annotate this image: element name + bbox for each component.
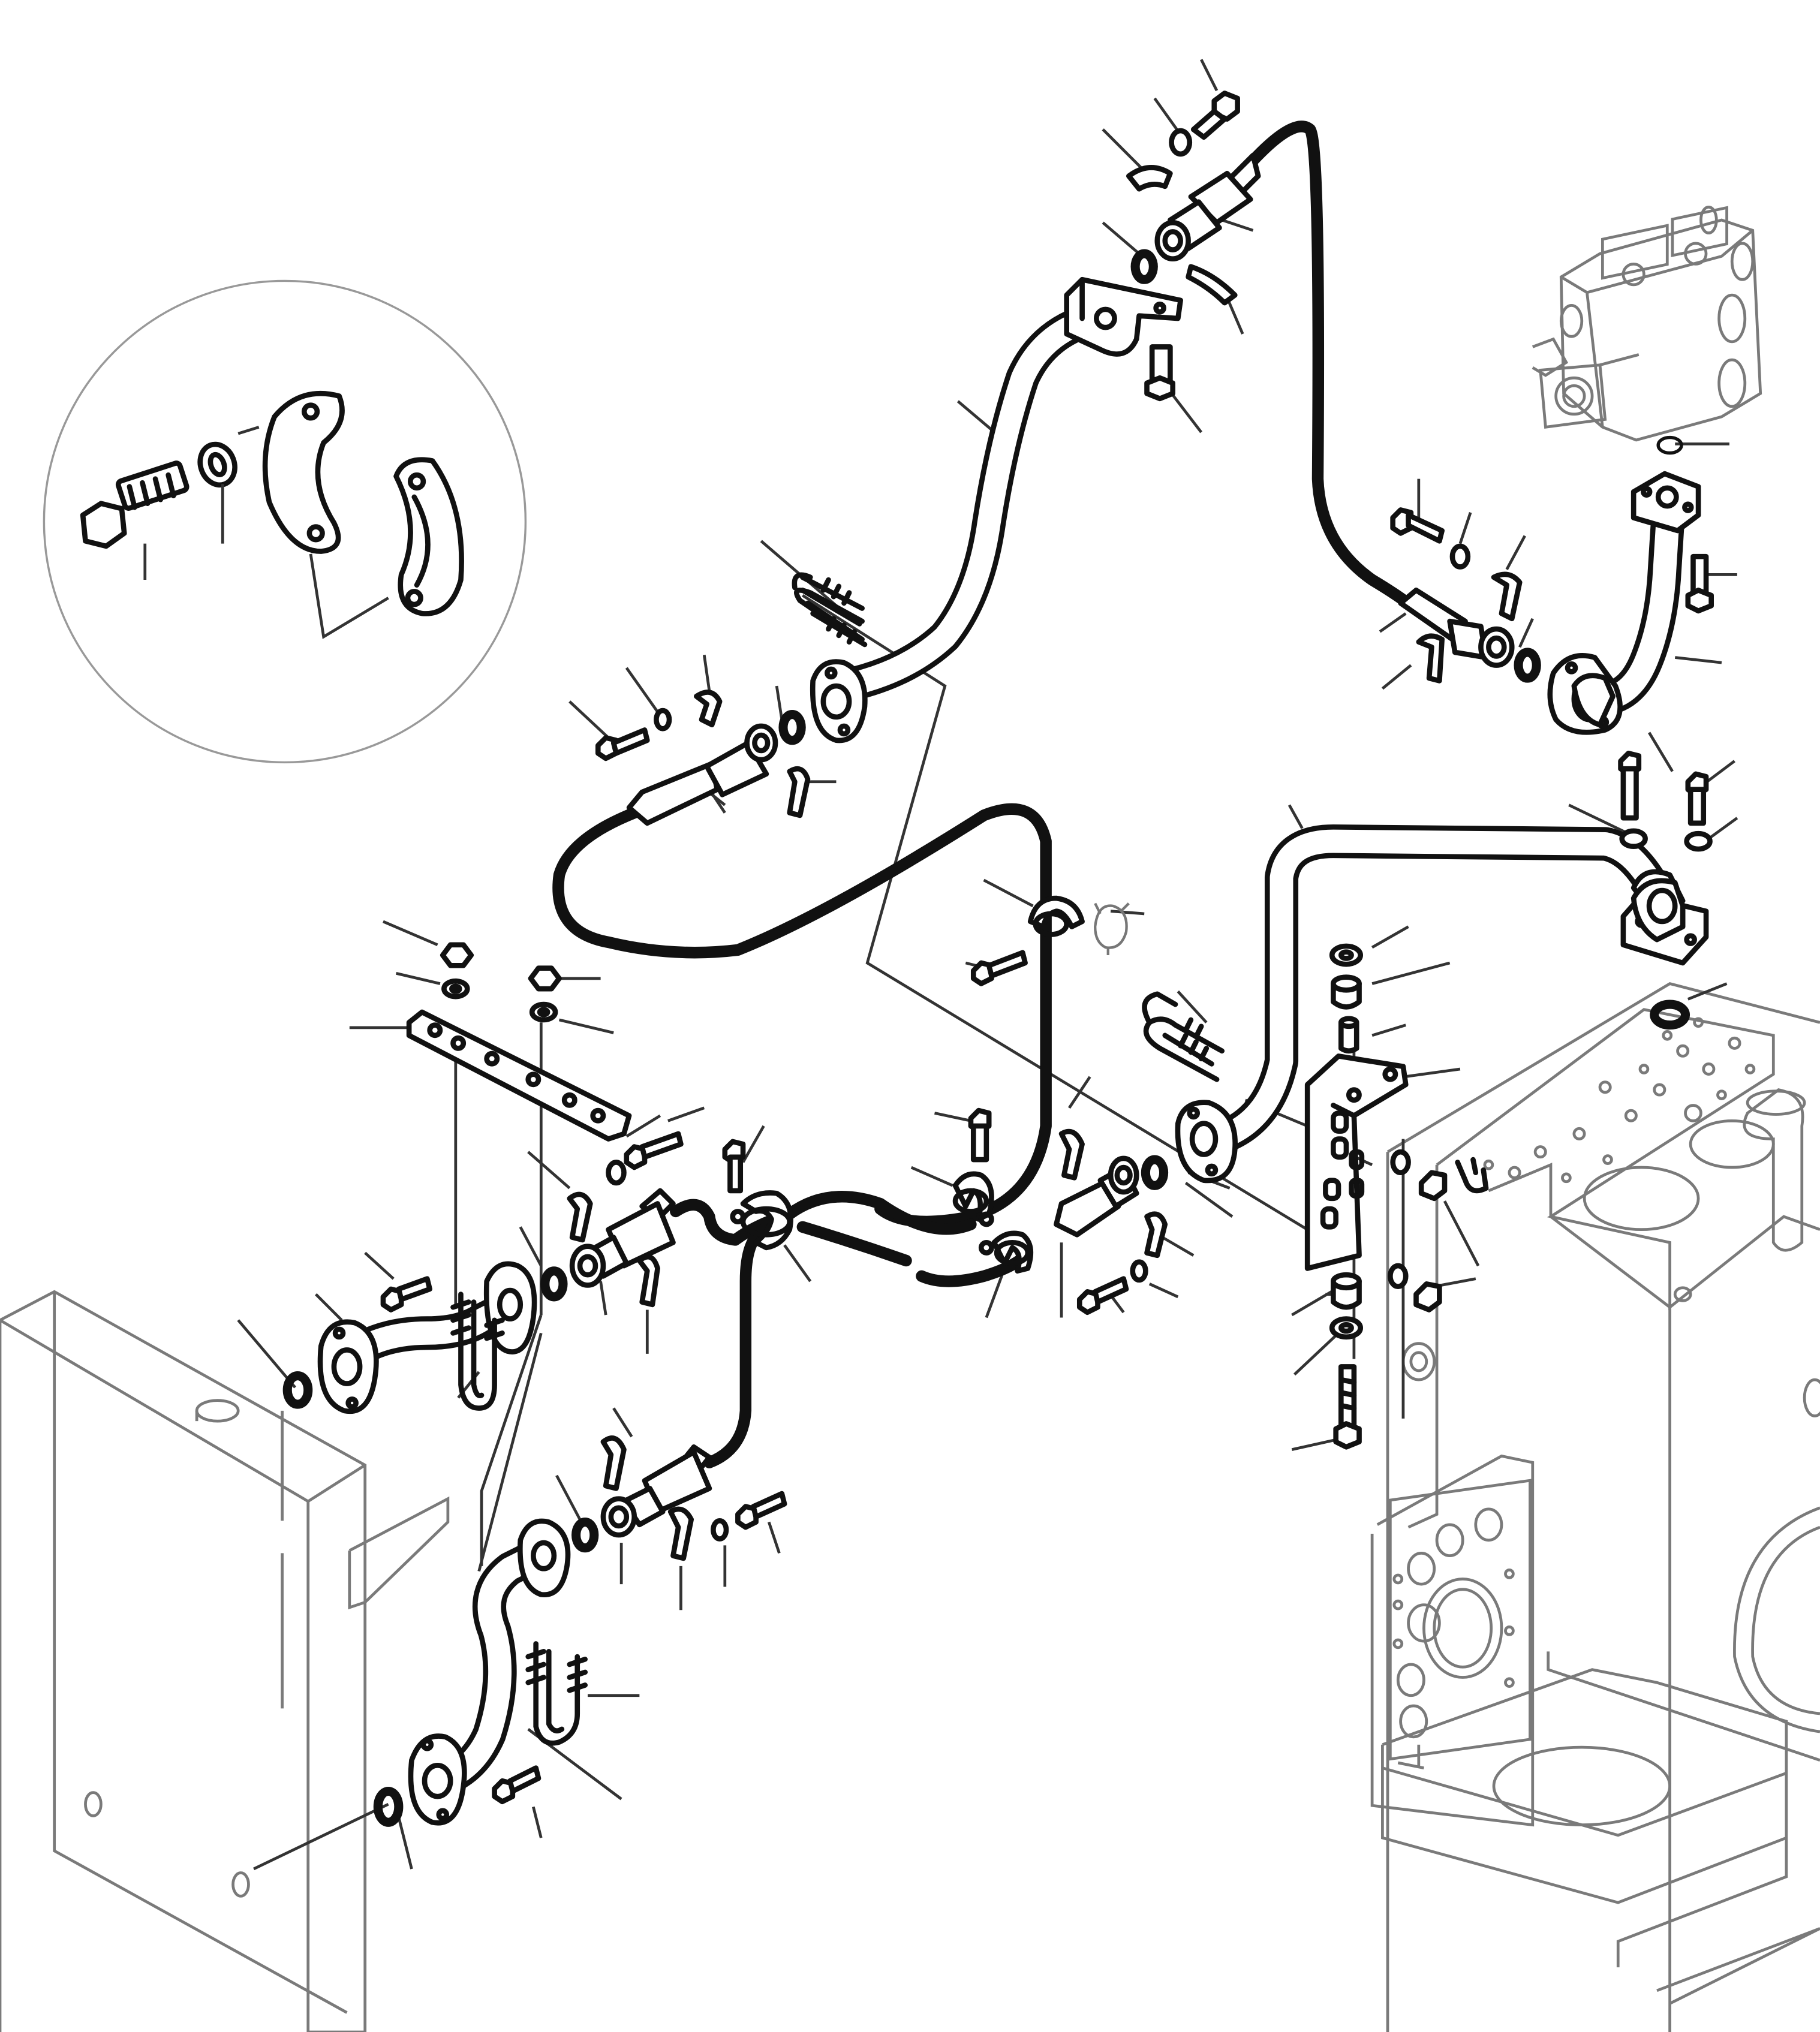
elbow-plug <box>1571 673 1616 728</box>
hose-vertical-lower <box>703 1223 770 1468</box>
bolt-clamp-right <box>968 1107 992 1163</box>
bolt-clamp-center <box>722 1139 746 1194</box>
flange-top-bracket <box>1064 276 1183 357</box>
o-rings <box>282 249 1690 1827</box>
bolt-right-elbow-2a <box>1618 750 1642 821</box>
bolt-right-hose <box>1390 507 1445 544</box>
spacers <box>1329 943 1489 1340</box>
flange-right-top <box>1631 471 1701 534</box>
detail-inset-circle <box>43 279 527 764</box>
control-valve-block <box>1532 206 1762 442</box>
bolt-left-bar <box>624 1131 684 1170</box>
flange-left-short-b <box>483 1261 537 1354</box>
hose-upper-left-loop <box>552 803 1052 1228</box>
angle-bracket <box>1304 1053 1409 1271</box>
bolt-lower-flange-b <box>492 1765 542 1805</box>
flange-left-short-a <box>317 1319 379 1414</box>
fitting-middle-left <box>569 1188 676 1288</box>
u-bolt-left-short <box>450 1292 505 1411</box>
radiator-tank <box>0 1290 450 2032</box>
inset-flange-half-1 <box>262 390 345 554</box>
clamp-center <box>730 1190 793 1251</box>
clamp-right-lower <box>978 1230 1034 1274</box>
clamp-upper <box>1027 895 1130 956</box>
transmission-housing <box>1370 982 1820 2032</box>
clamp-right-upper <box>952 1171 994 1227</box>
u-bolt-right <box>1142 991 1225 1082</box>
hose-clamps <box>730 895 1130 1274</box>
flat-bar-bracket <box>406 1009 632 1142</box>
flange-lower-top <box>518 1518 571 1597</box>
bolts <box>380 91 1714 1805</box>
bolt-bracket-bottom <box>1333 1364 1362 1450</box>
detail-inset <box>43 279 527 764</box>
bolt-right-elbow <box>1685 553 1714 614</box>
fitting-upper-left <box>626 723 778 826</box>
inset-bolt <box>80 460 189 549</box>
fitting-top <box>1154 152 1261 262</box>
fitting-lower <box>600 1444 712 1538</box>
nuts-washers <box>440 128 1713 1542</box>
inset-lock-washer <box>197 441 237 488</box>
u-bolts <box>450 572 1225 1746</box>
bolt-flange-bracket <box>1144 344 1176 402</box>
bolt-lower-flange-a <box>735 1491 787 1530</box>
elbow-block <box>1631 878 1686 943</box>
bolt-top <box>1190 91 1240 140</box>
flange-upper-left <box>810 659 868 743</box>
inset-flange-half-2 <box>393 457 464 616</box>
tube-upper-s <box>827 301 1112 703</box>
u-bolt-lower <box>525 1641 588 1746</box>
fitting-middle-right <box>1054 1155 1139 1238</box>
split-flange-halves <box>567 165 1523 1561</box>
bolt-right-small <box>1076 1276 1129 1315</box>
u-bolt-upper <box>792 572 868 648</box>
flange-right-long-start <box>1175 1100 1238 1184</box>
hose-top <box>1247 121 1417 612</box>
bolt-upper-left <box>595 727 650 761</box>
flange-lower-bottom <box>408 1733 467 1826</box>
fitting-right <box>1398 588 1515 668</box>
hose-fittings <box>569 152 1515 1538</box>
bolt-left-flange <box>380 1276 432 1312</box>
bolt-clamp-upper <box>970 950 1028 986</box>
bolt-right-elbow-2b <box>1685 771 1709 826</box>
housing-plate-holes <box>1483 1017 1756 1184</box>
hose-gap-segment <box>796 1221 912 1267</box>
